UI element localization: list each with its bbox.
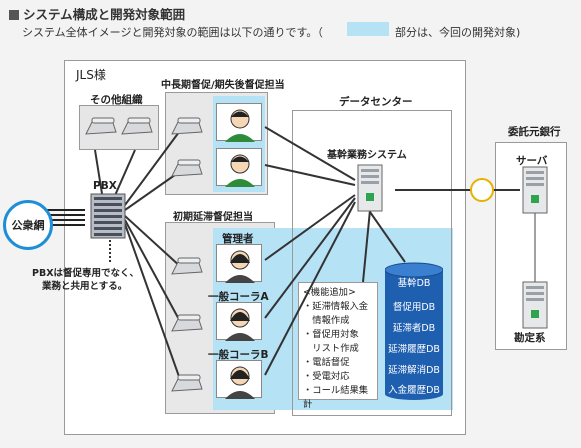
bank-link-ring xyxy=(470,178,494,202)
pbx-icon xyxy=(89,192,127,240)
core-system-label: 基幹業務システム xyxy=(327,150,407,161)
public-network: 公衆網 xyxy=(3,200,53,250)
database-stack: 基幹DB 督促用DB 延滞者DB 延滞履歴DB 延滞解消DB 入金履歴DB xyxy=(385,262,443,400)
db-label: 延滞者DB xyxy=(392,323,436,334)
operator-avatar-icon xyxy=(216,302,262,341)
operator-avatar-icon xyxy=(216,244,262,283)
function-item: 情報作成 xyxy=(303,314,350,326)
function-item: ・電話督促 xyxy=(303,356,350,368)
collector-a-label: 一般コーラA xyxy=(208,291,269,303)
datacenter-box xyxy=(292,110,452,416)
early-group-label: 初期延滞督促担当 xyxy=(173,212,253,223)
collector-b-label: 一般コーラB xyxy=(208,349,269,361)
function-item: ・督促用対象 xyxy=(303,328,359,340)
bank-audit-label: 勘定系 xyxy=(514,332,546,344)
operator-avatar-icon xyxy=(216,103,262,142)
operator-avatar-icon xyxy=(216,360,262,399)
function-item: リスト作成 xyxy=(303,342,359,354)
function-item: ・受電対応 xyxy=(303,370,350,382)
database-cylinder-icon xyxy=(385,262,443,400)
square-bullet-icon xyxy=(9,10,19,20)
page-title: システム構成と開発対象範囲 xyxy=(9,4,185,23)
db-label: 延滞解消DB xyxy=(388,365,440,376)
other-org-label: その他組織 xyxy=(90,94,143,106)
operator-avatar-icon xyxy=(216,148,262,187)
bank-label: 委託元銀行 xyxy=(508,126,561,138)
legend-swatch xyxy=(347,22,389,36)
db-label: 督促用DB xyxy=(392,302,436,313)
db-label: 基幹DB xyxy=(397,278,431,289)
function-item: ・コール結果集計 xyxy=(303,384,369,410)
db-label: 延滞履歴DB xyxy=(388,344,440,355)
function-item: ・延滞情報入金 xyxy=(303,300,369,312)
function-item: <機能追加> xyxy=(303,287,356,298)
pbx-label: PBX xyxy=(93,180,117,192)
jls-label: JLS様 xyxy=(76,68,106,82)
mid-long-group-label: 中長期督促/期失後督促担当 xyxy=(161,80,285,91)
manager-label: 管理者 xyxy=(222,233,254,245)
db-label: 入金履歴DB xyxy=(388,385,440,396)
page-description: システム全体イメージと開発対象の範囲は以下の通りです。（ xyxy=(22,26,323,39)
pbx-note-line2: 業務と共用とする。 xyxy=(42,281,128,292)
bank-server-label: サーバ xyxy=(516,155,548,167)
pbx-note-line1: PBXは督促専用でなく、 xyxy=(32,268,140,279)
datacenter-label: データセンター xyxy=(339,96,413,108)
functions-box: <機能追加> ・延滞情報入金 情報作成 ・督促用対象 リスト作成 ・電話督促 ・… xyxy=(298,282,378,410)
legend-text: 部分は、今回の開発対象) xyxy=(395,26,521,39)
